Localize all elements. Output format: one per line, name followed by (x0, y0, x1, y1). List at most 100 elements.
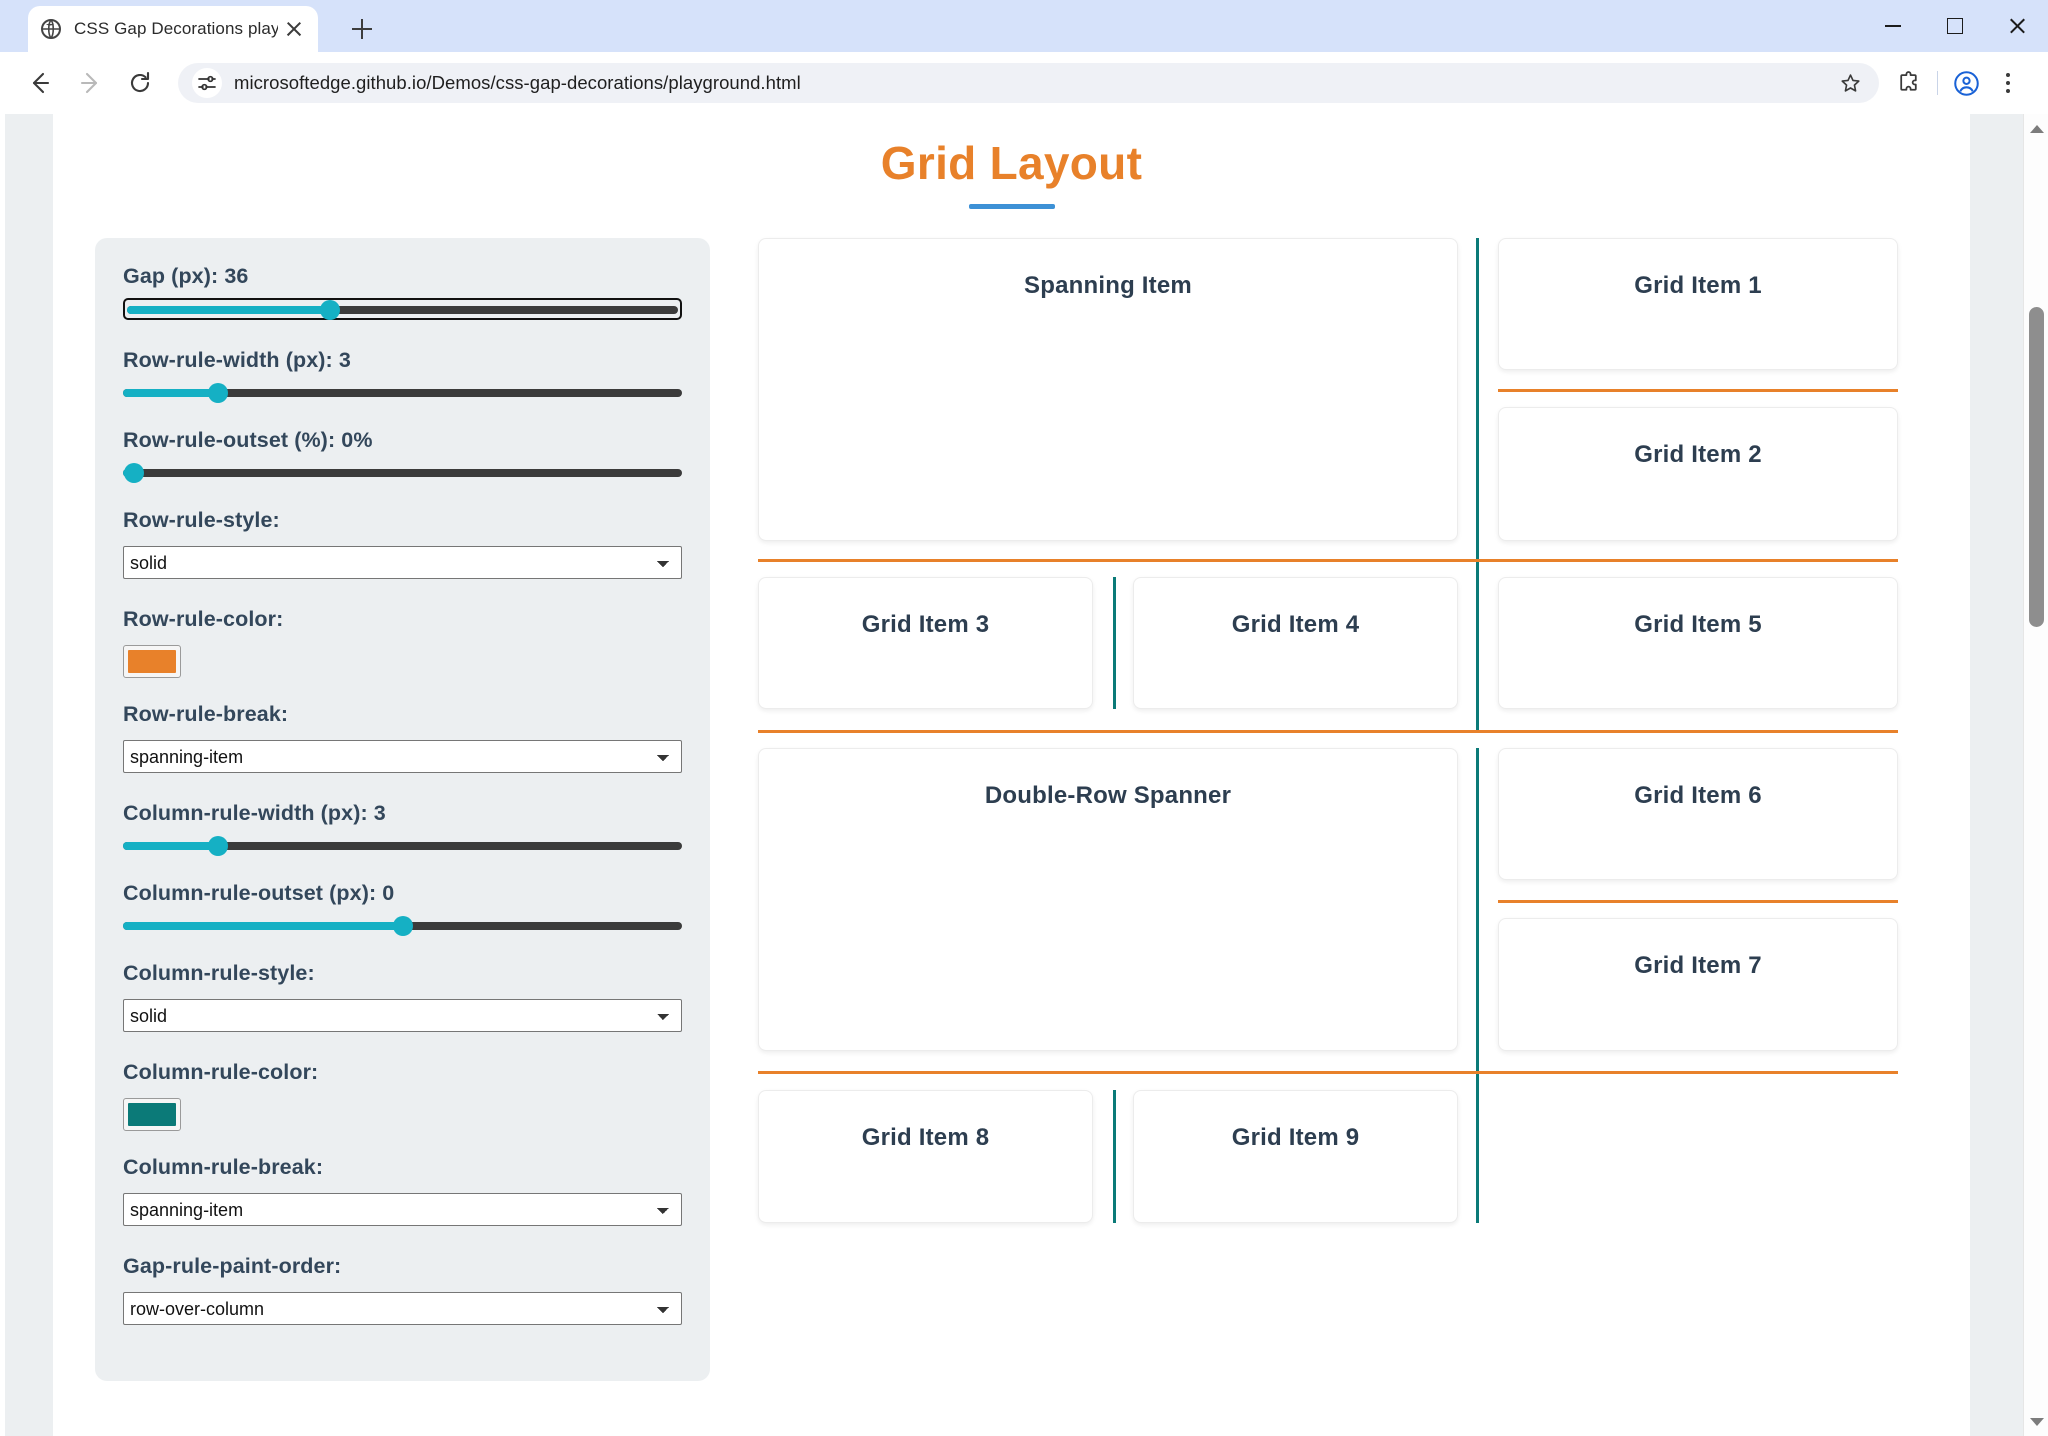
grid-item-8: Grid Item 8 (758, 1090, 1093, 1223)
grid-item-label: Grid Item 5 (1634, 611, 1762, 638)
scroll-up-arrow-icon[interactable] (2024, 116, 2048, 141)
scrollbar-thumb[interactable] (2029, 307, 2044, 627)
label-row-rule-outset: Row-rule-outset (%): 0% (123, 428, 373, 452)
spanning-item: Spanning Item (758, 238, 1458, 541)
color-swatch-column-rule-color[interactable] (123, 1098, 181, 1131)
slider-track (123, 469, 682, 477)
tab-strip: CSS Gap Decorations playgroun (0, 0, 2048, 52)
grid-item-7: Grid Item 7 (1498, 918, 1898, 1051)
grid-item-label: Grid Item 3 (861, 611, 990, 638)
row-rule (758, 1071, 1898, 1074)
grid-item-6: Grid Item 6 (1498, 748, 1898, 880)
row-rule (758, 730, 1898, 733)
slider-column-rule-width[interactable] (123, 836, 682, 856)
label-column-rule-break: Column-rule-break: (123, 1155, 324, 1179)
title-underline (968, 204, 1055, 209)
column-rule (1476, 748, 1479, 1223)
browser-tab[interactable]: CSS Gap Decorations playgroun (28, 6, 318, 52)
grid-item-label: Grid Item 4 (1231, 611, 1360, 638)
color-value (128, 650, 176, 673)
forward-arrow-icon[interactable] (68, 61, 112, 105)
double-row-spanner: Double-Row Spanner (758, 748, 1458, 1051)
tab-title: CSS Gap Decorations playgroun (74, 19, 278, 38)
label-column-rule-outset: Column-rule-outset (px): 0 (123, 881, 395, 905)
select-column-rule-break[interactable]: nonespanning-itemintersection (123, 1193, 682, 1226)
label-column-rule-width: Column-rule-width (px): 3 (123, 801, 386, 825)
grid-item-label: Grid Item 8 (861, 1124, 990, 1151)
slider-gap[interactable] (123, 298, 682, 320)
slider-thumb[interactable] (208, 836, 229, 856)
row-rule (758, 559, 1898, 562)
label-row-rule-color: Row-rule-color: (123, 607, 284, 631)
slider-thumb[interactable] (320, 300, 341, 320)
label-row-rule-width: Row-rule-width (px): 3 (123, 348, 351, 372)
address-bar-actions (1831, 63, 1871, 103)
tab-close-icon[interactable] (282, 17, 306, 41)
grid-item-label: Grid Item 6 (1634, 782, 1762, 809)
grid-item-label: Grid Item 1 (1634, 272, 1762, 299)
label-column-rule-style: Column-rule-style: (123, 961, 315, 985)
slider-fill (123, 389, 219, 397)
slider-column-rule-outset[interactable] (123, 916, 682, 936)
minimize-icon[interactable] (1862, 0, 1924, 52)
row-rule (1498, 389, 1898, 392)
column-rule (1113, 1090, 1116, 1223)
toolbar-divider (1936, 71, 1938, 95)
reload-icon[interactable] (118, 61, 162, 105)
slider-row-rule-width[interactable] (123, 383, 682, 403)
controls-panel: Gap (px): 36 Row-rule-width (px): 3 Row-ru… (95, 238, 710, 1381)
extensions-puzzle-icon[interactable] (1889, 63, 1929, 103)
row-rule (1498, 900, 1898, 903)
slider-fill (127, 306, 333, 314)
label-gap-rule-paint-order: Gap-rule-paint-order: (123, 1254, 342, 1278)
grid-demo: Spanning Item Grid Item 1 Grid Item 2 Grid … (758, 238, 1898, 1358)
grid-item-1: Grid Item 1 (1498, 238, 1898, 370)
select-column-rule-style[interactable]: nonesoliddasheddotteddoublegrooveridgein… (123, 999, 682, 1032)
new-tab-button[interactable] (345, 12, 379, 46)
globe-icon (40, 18, 62, 40)
grid-item-label: Grid Item 7 (1634, 952, 1762, 979)
slider-thumb[interactable] (208, 383, 229, 403)
kebab-menu-icon[interactable] (1986, 61, 2030, 105)
select-gap-rule-paint-order[interactable]: row-over-columncolumn-over-row (123, 1292, 682, 1325)
grid-item-label: Spanning Item (1024, 272, 1192, 299)
star-icon[interactable] (1831, 63, 1871, 103)
column-rule (1113, 577, 1116, 709)
slider-thumb[interactable] (124, 463, 145, 483)
address-bar[interactable]: microsoftedge.github.io/Demos/css-gap-de… (178, 63, 1879, 103)
slider-fill (123, 922, 403, 930)
page-title: Grid Layout (880, 137, 1143, 189)
maximize-icon[interactable] (1924, 0, 1986, 52)
label-row-rule-style: Row-rule-style: (123, 508, 280, 532)
color-swatch-row-rule-color[interactable] (123, 645, 181, 678)
grid-item-9: Grid Item 9 (1133, 1090, 1458, 1223)
profile-account-icon[interactable] (1946, 63, 1986, 103)
page-content: Grid Layout Gap (px): 36 Row-rule-width (… (53, 114, 1970, 1436)
back-arrow-icon[interactable] (18, 61, 62, 105)
site-permissions-icon[interactable] (192, 68, 222, 98)
slider-fill (123, 842, 219, 850)
grid-item-5: Grid Item 5 (1498, 577, 1898, 709)
label-gap: Gap (px): 36 (123, 264, 249, 288)
select-row-rule-break[interactable]: nonespanning-itemintersection (123, 740, 682, 773)
color-value (128, 1103, 176, 1126)
grid-item-label: Double-Row Spanner (984, 782, 1232, 809)
slider-thumb[interactable] (392, 916, 413, 936)
close-icon[interactable] (1986, 0, 2048, 52)
browser-toolbar: microsoftedge.github.io/Demos/css-gap-de… (0, 52, 2048, 114)
page-viewport: Grid Layout Gap (px): 36 Row-rule-width (… (0, 114, 2048, 1436)
slider-row-rule-outset[interactable] (123, 463, 682, 483)
scroll-down-arrow-icon[interactable] (2024, 1409, 2048, 1434)
grid-item-3: Grid Item 3 (758, 577, 1093, 709)
slider-track (127, 306, 678, 314)
url-text: microsoftedge.github.io/Demos/css-gap-de… (234, 72, 801, 93)
label-column-rule-color: Column-rule-color: (123, 1060, 319, 1084)
grid-item-2: Grid Item 2 (1498, 407, 1898, 541)
slider-track (123, 842, 682, 850)
grid-item-label: Grid Item 9 (1231, 1124, 1360, 1151)
page-scrollbar[interactable] (2023, 114, 2048, 1436)
select-row-rule-style[interactable]: nonesoliddasheddotteddoublegrooveridgein… (123, 546, 682, 579)
grid-item-label: Grid Item 2 (1634, 441, 1762, 468)
grid-item-4: Grid Item 4 (1133, 577, 1458, 709)
